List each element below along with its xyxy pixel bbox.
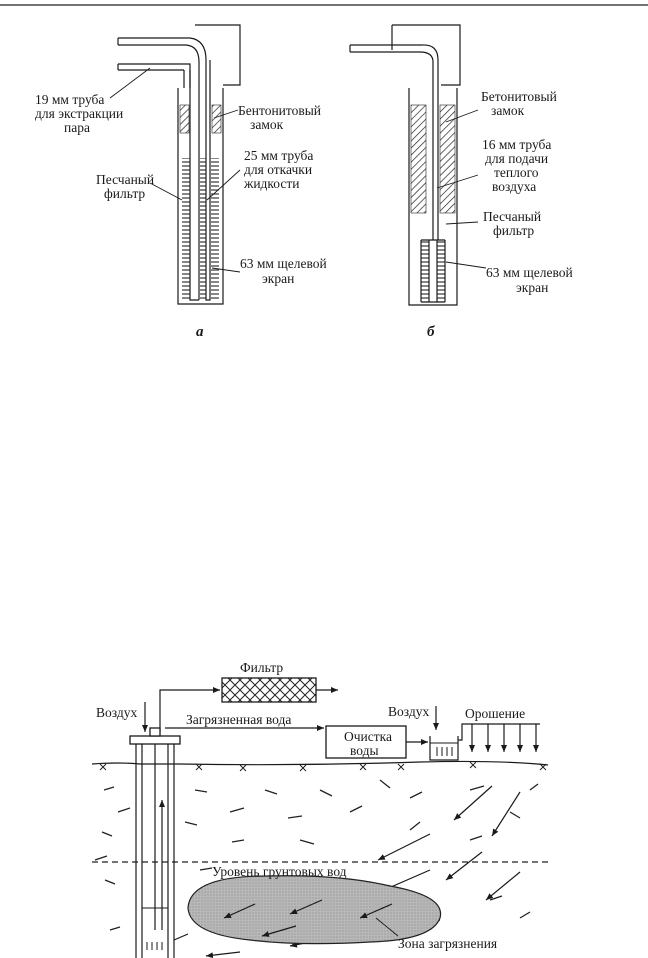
label-pipe19-line2: для экстракции [35, 106, 123, 121]
label-screen-b-line1: 63 мм щелевой [486, 265, 573, 280]
label-bentonite-a-line2: замок [250, 117, 284, 132]
well-a [109, 24, 241, 305]
slotted-screen-a [182, 158, 190, 300]
label-screen-a-line1: 63 мм щелевой [240, 256, 327, 271]
label-groundwater-level: Уровень грунтовых вод [212, 864, 347, 879]
bentonite-seal-a [179, 104, 190, 134]
label-bentonite-b-line1: Бетонитовый [481, 89, 557, 104]
label-sand-b-line1: Песчаный [483, 209, 541, 224]
caption-b: б [427, 324, 435, 340]
ground-marks [99, 761, 547, 772]
slotted-screen-b [421, 240, 429, 302]
caption-a: а [196, 324, 204, 340]
label-sand-a-line2: фильтр [104, 186, 145, 201]
label-pipe19-line3: пара [64, 120, 90, 135]
label-treatment-line1: Очистка [344, 729, 392, 744]
label-pipe16-line3: теплого [494, 165, 539, 180]
label-contamination-zone: Зона загрязнения [398, 936, 497, 951]
filter-box [221, 677, 317, 703]
label-sand-a-line1: Песчаный [96, 172, 154, 187]
label-pipe25-line2: для откачки [244, 162, 312, 177]
treatment-box [325, 725, 407, 759]
label-screen-b-line2: экран [516, 280, 548, 295]
contamination-plume [187, 875, 442, 945]
well-b [349, 24, 487, 306]
label-irrigation: Орошение [465, 706, 525, 721]
label-contaminated-water: Загрязненная вода [186, 712, 291, 727]
label-sand-b-line2: фильтр [493, 223, 534, 238]
remediation-scheme [91, 677, 549, 958]
bentonite-seal-b [410, 104, 427, 214]
label-pipe25-line3: жидкости [243, 176, 300, 191]
label-pipe16-line1: 16 мм труба [482, 137, 551, 152]
label-treatment-line2: воды [350, 743, 379, 758]
label-air-right: Воздух [388, 704, 429, 719]
label-pipe25-line1: 25 мм труба [244, 148, 313, 163]
label-pipe19-line1: 19 мм труба [35, 92, 104, 107]
label-filter: Фильтр [240, 660, 283, 675]
label-pipe16-line4: воздуха [492, 179, 536, 194]
label-screen-a-line2: экран [262, 271, 294, 286]
label-bentonite-b-line2: замок [491, 103, 525, 118]
label-bentonite-a-line1: Бентонитовый [238, 103, 321, 118]
label-air-left: Воздух [96, 705, 137, 720]
label-pipe16-line2: для подачи [485, 151, 548, 166]
